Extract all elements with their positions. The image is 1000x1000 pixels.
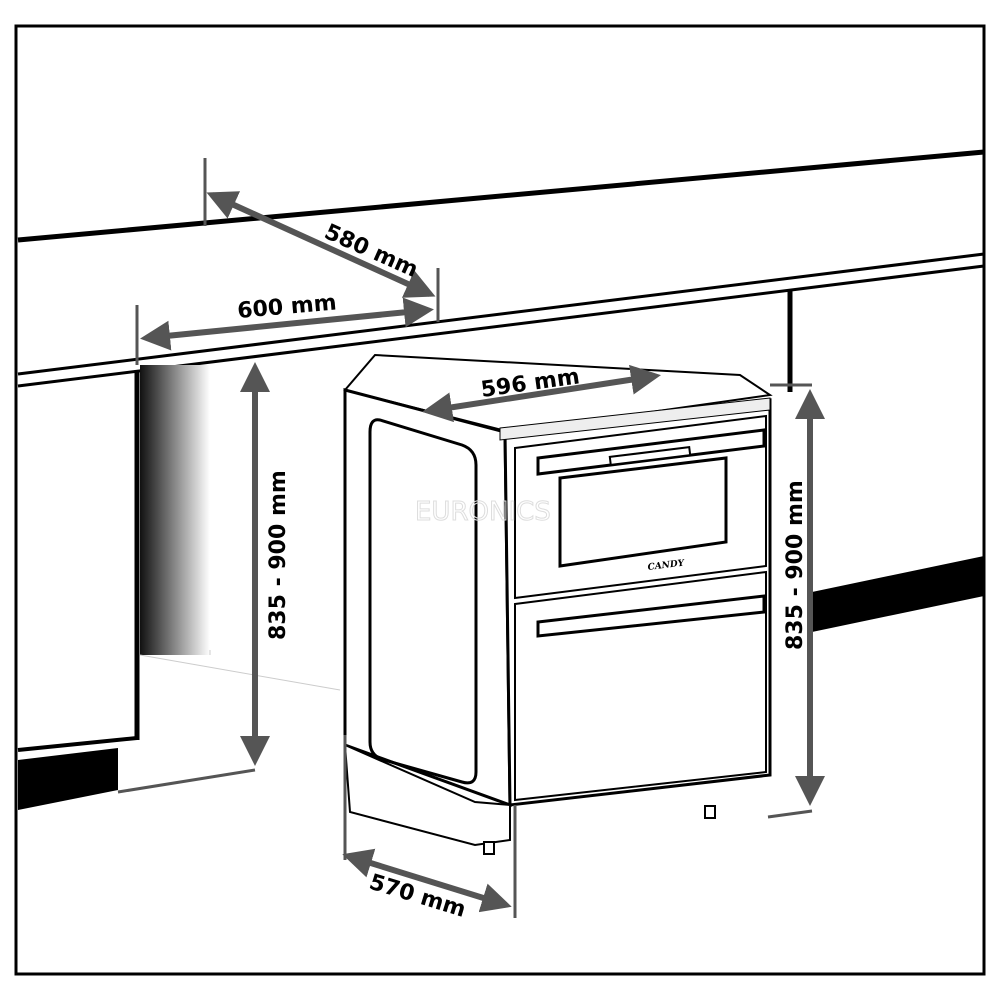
brand-logo: CANDY [647, 558, 686, 573]
frame-border [14, 24, 986, 976]
appliance [343, 353, 773, 855]
countertop [17, 149, 985, 388]
right-plinth [812, 556, 984, 632]
cabinet-recess [140, 365, 210, 655]
oven-window [558, 456, 728, 568]
foot-left [483, 841, 495, 855]
extension-lines [117, 158, 813, 918]
label-niche-height: 835 - 900 mm [266, 470, 291, 640]
left-plinth [18, 748, 118, 810]
oven-display [608, 446, 692, 466]
label-appliance-height: 835 - 900 mm [783, 480, 808, 650]
side-panel-outline [368, 418, 478, 785]
foot-right [704, 805, 716, 819]
drawer-handle [536, 594, 766, 638]
dim-arrow-600 [140, 297, 434, 351]
left-cabinet [17, 365, 341, 810]
appliance-base [343, 743, 511, 847]
dim-arrow-580 [206, 191, 436, 298]
dim-arrow-596 [422, 364, 661, 423]
dim-arrow-570 [342, 848, 512, 913]
right-cabinet [787, 290, 984, 632]
watermark: EURONICS [415, 497, 551, 527]
